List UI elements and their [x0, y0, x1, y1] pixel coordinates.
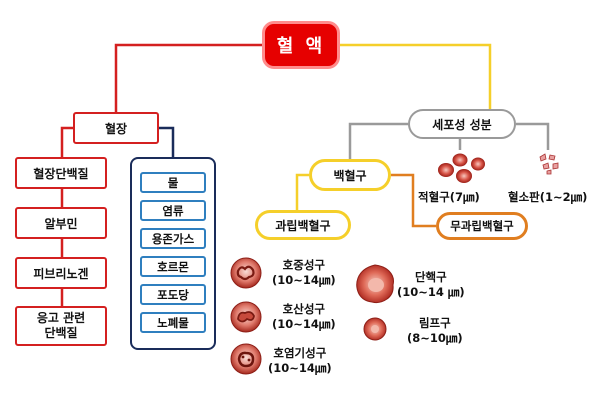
monocyte-label: 단핵구 (10~14 ㎛): [397, 270, 465, 300]
component-dissolved-gas: 용존가스: [140, 228, 206, 249]
plasma-node: 혈장: [73, 112, 159, 144]
rbc-icon: [438, 153, 485, 183]
protein-node-plasma-protein: 혈장단백질: [15, 157, 107, 189]
connector-wbc-gran: [295, 173, 309, 210]
basophil-size: (10~14㎛): [268, 361, 332, 375]
plasma-label: 혈장: [104, 121, 128, 136]
protein-label: 피브리노겐: [33, 266, 89, 281]
wbc-label: 백혈구: [333, 168, 367, 183]
component-hormone: 호르몬: [140, 256, 206, 277]
platelet-label: 혈소판(1~2㎛): [508, 190, 588, 204]
protein-node-albumin: 알부민: [15, 207, 107, 239]
protein-label: 응고 관련 단백질: [36, 311, 86, 340]
component-glucose: 포도당: [140, 284, 206, 305]
protein-node-coagulation: 응고 관련 단백질: [15, 306, 107, 346]
neutrophil-size: (10~14㎛): [272, 273, 336, 287]
granulocyte-label: 과립백혈구: [275, 218, 331, 233]
lymphocyte-label: 림프구 (8~10㎛): [407, 316, 463, 346]
connector-cellular-wbc: [348, 122, 408, 159]
component-label: 용존가스: [151, 231, 195, 246]
root-label: 혈 액: [276, 36, 326, 57]
basophil-label: 호염기성구 (10~14㎛): [268, 346, 332, 376]
basophil-name: 호염기성구: [273, 346, 327, 360]
protein-label: 알부민: [44, 216, 78, 231]
component-label: 염류: [162, 203, 184, 218]
cellular-label: 세포성 성분: [432, 117, 492, 132]
eosinophil-name: 호산성구: [282, 302, 325, 316]
monocyte-name: 단핵구: [414, 270, 447, 284]
connector-cellular-platelet: [516, 122, 550, 150]
component-water: 물: [140, 172, 206, 193]
agranulocyte-label: 무과립백혈구: [450, 219, 514, 233]
component-label: 노폐물: [157, 315, 189, 330]
connector-plasma-components: [159, 126, 175, 157]
connector-root-plasma: [114, 43, 262, 112]
platelet-icon: [539, 153, 559, 175]
neutrophil-name: 호중성구: [282, 258, 325, 272]
connector-wbc-agran: [391, 173, 436, 228]
component-label: 포도당: [157, 287, 189, 302]
lymphocyte-size: (8~10㎛): [407, 331, 463, 345]
agranulocyte-node: 무과립백혈구: [436, 212, 528, 240]
plasma-components-panel: [130, 157, 216, 350]
neutrophil-icon: [230, 257, 262, 289]
component-label: 물: [167, 175, 179, 190]
rbc-label: 적혈구(7㎛): [418, 190, 480, 204]
basophil-icon: [230, 343, 262, 375]
component-waste: 노폐물: [140, 312, 206, 333]
connector-root-cellular: [340, 43, 492, 109]
monocyte-icon: [356, 264, 394, 304]
lymphocyte-name: 림프구: [418, 316, 451, 330]
lymphocyte-icon: [363, 317, 387, 341]
monocyte-size: (10~14 ㎛): [397, 285, 465, 299]
connector-plasma-proteins: [60, 126, 73, 157]
root-blood-node: 혈 액: [262, 21, 340, 69]
eosinophil-label: 호산성구 (10~14㎛): [272, 302, 336, 332]
cellular-components-node: 세포성 성분: [408, 109, 516, 139]
protein-label: 혈장단백질: [33, 166, 89, 181]
component-salts: 염류: [140, 200, 206, 221]
eosinophil-icon: [230, 301, 262, 333]
neutrophil-label: 호중성구 (10~14㎛): [272, 258, 336, 288]
component-label: 호르몬: [157, 259, 189, 274]
granulocyte-node: 과립백혈구: [255, 210, 351, 240]
wbc-node: 백혈구: [309, 159, 391, 191]
eosinophil-size: (10~14㎛): [272, 317, 336, 331]
protein-node-fibrinogen: 피브리노겐: [15, 257, 107, 289]
